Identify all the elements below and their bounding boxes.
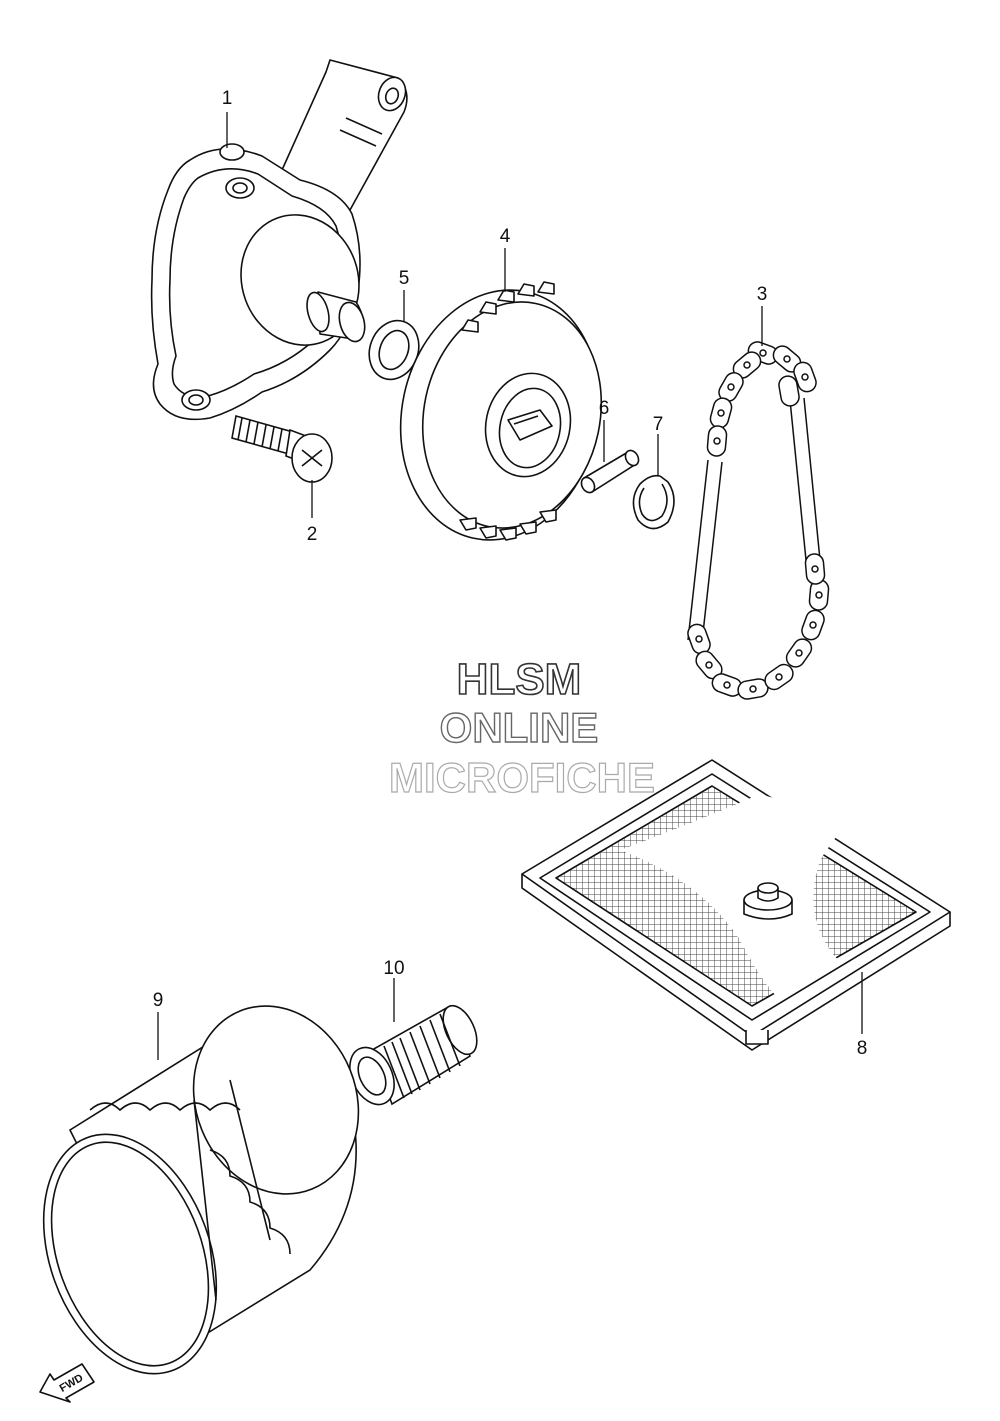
oil-filter: [12, 981, 386, 1398]
watermark: HLSM ONLINE MICROFICHE: [388, 654, 655, 801]
callout-10: 10: [383, 958, 404, 979]
watermark-line2: ONLINE: [440, 704, 599, 751]
callout-6: 6: [599, 398, 610, 419]
oil-strainer: [522, 760, 950, 1050]
pump-mounting-bolt: [232, 416, 332, 482]
oil-filter-union: [341, 1001, 483, 1112]
callout-8: 8: [857, 1038, 868, 1059]
callout-2: 2: [307, 524, 318, 545]
oil-pump-drive-chain: [685, 339, 829, 700]
callout-7: 7: [653, 414, 664, 435]
oil-pump-sprocket: [378, 271, 622, 558]
callout-9: 9: [153, 990, 164, 1011]
callout-numbers: 1 2 3 4 5 6 7 8 9 10: [153, 88, 868, 1059]
watermark-line3: MICROFICHE: [389, 754, 655, 801]
callout-1: 1: [222, 88, 233, 109]
callout-4: 4: [500, 226, 511, 247]
callout-5: 5: [399, 268, 410, 289]
watermark-line1: HLSM: [457, 655, 582, 704]
leader-lines: [157, 112, 863, 1060]
circlip: [633, 476, 674, 529]
sprocket-pin: [579, 448, 641, 495]
callout-3: 3: [757, 284, 768, 305]
fwd-direction-arrow: FWD: [39, 1363, 95, 1403]
oil-pump-body: [152, 60, 410, 419]
